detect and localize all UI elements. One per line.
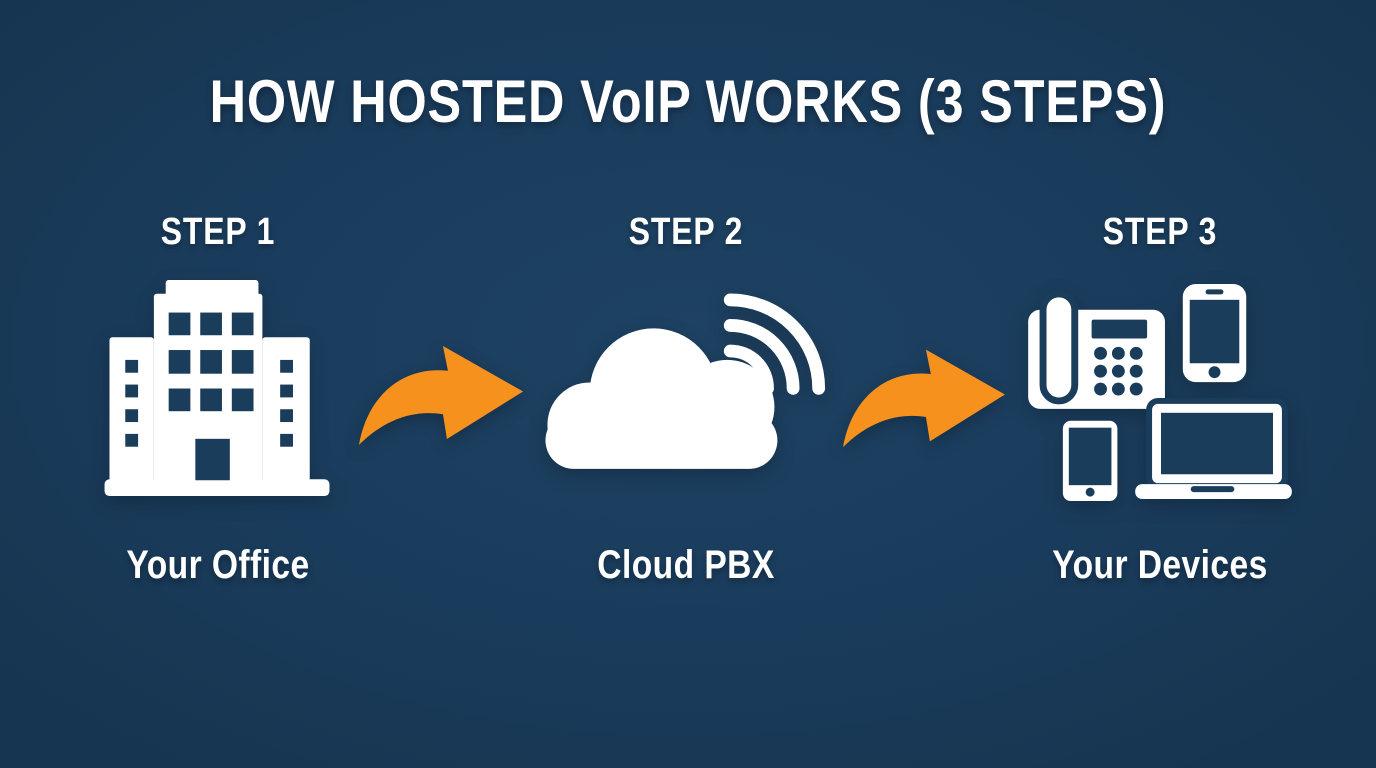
cloud-pbx-wifi-icon: [544, 282, 829, 477]
step-2-caption: Cloud PBX: [597, 543, 775, 587]
office-building-icon: [104, 280, 332, 499]
step-1-label: STEP 1: [160, 211, 276, 253]
step-1-section: STEP 1: [48, 210, 388, 590]
curved-arrow-right-icon: [836, 337, 1012, 454]
devices-cluster-icon: [1026, 280, 1294, 504]
desk-phone-icon: [1028, 290, 1165, 409]
step-2-label: STEP 2: [628, 211, 744, 253]
laptop-icon: [1135, 397, 1292, 500]
step-3-label: STEP 3: [1102, 211, 1218, 253]
curved-arrow-right-icon: [352, 333, 530, 452]
page-title: HOW HOSTED VoIP WORKS (3 STEPS): [209, 68, 1167, 135]
tablet-icon: [1062, 420, 1118, 502]
step-3-section: STEP 3: [980, 210, 1340, 590]
cloud-shape: [545, 328, 778, 469]
step-1-caption: Your Office: [126, 543, 310, 587]
step-3-caption: Your Devices: [1052, 543, 1268, 587]
smartphone-icon: [1182, 283, 1247, 383]
step-2-section: STEP 2 Cloud PBX: [506, 210, 866, 590]
